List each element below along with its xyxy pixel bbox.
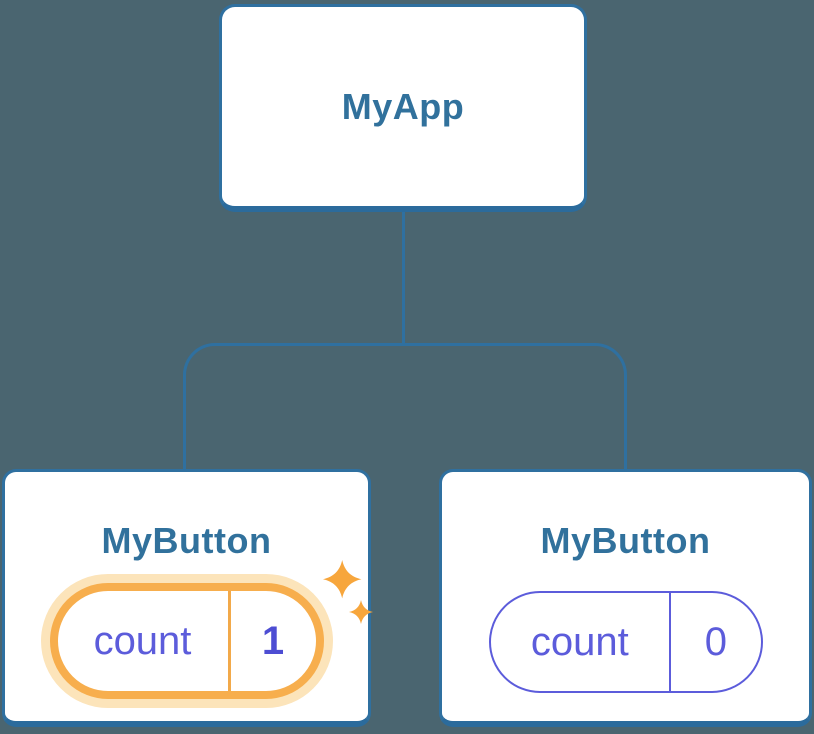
node-mybutton-right-title: MyButton [540,520,711,561]
state-label: count [530,619,629,664]
state-value: 0 [669,593,760,692]
state-value: 1 [227,591,316,692]
sparkle-icon [323,560,373,624]
connector-branch [183,343,627,469]
state-pill-plain: count 0 [488,591,763,694]
node-myapp-title: MyApp [341,85,465,127]
state-label: count [93,618,192,663]
node-mybutton-left: MyButton count 1 [2,469,373,727]
state-pill-highlighted: count 1 [49,583,324,700]
node-mybutton-right: MyButton count 0 [439,469,812,727]
state-pill-left-wrap: count 1 [49,583,324,700]
node-myapp: MyApp [219,4,587,212]
node-mybutton-left-title: MyButton [101,520,272,561]
connector-stem [402,212,405,345]
